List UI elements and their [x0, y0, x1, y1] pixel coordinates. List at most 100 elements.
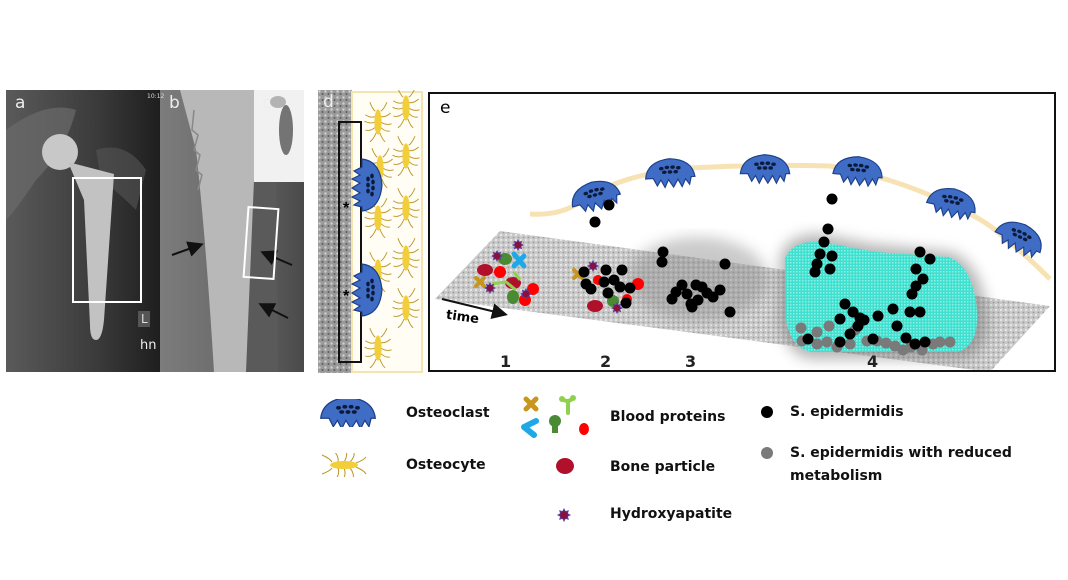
osteoclast-icon: [350, 263, 383, 317]
hydroxyapatite-particle: [611, 302, 623, 314]
legend-bone-particle: Bone particle: [610, 459, 716, 475]
s-epidermidis-bacterium: [858, 314, 870, 326]
stage-number-3: 3: [685, 352, 697, 371]
osteoclast-icon: [832, 156, 883, 188]
s-epidermidis-bacterium: [616, 264, 628, 276]
asterisk-marker-2: *: [343, 288, 350, 305]
xray-panels-abc: a 10:12 b c L hn: [6, 90, 304, 372]
panel-e: e time 1 2 3 4: [428, 92, 1056, 372]
s-epidermidis-bacterium: [826, 250, 838, 262]
osteocyte-icon: [364, 102, 392, 143]
hydroxyapatite-particle: [520, 288, 532, 300]
s-epidermidis-reduced-icon: [761, 447, 773, 459]
s-epidermidis-bacterium: [834, 313, 846, 325]
side-marker-L: L: [141, 312, 148, 326]
panel-d: d * *: [318, 90, 424, 373]
osteocyte-icon: [392, 90, 420, 129]
bone-cell-schematic: [318, 90, 423, 373]
s-epidermidis-bacterium: [824, 263, 836, 275]
legend-s-epidermidis-reduced-line1: S. epidermidis with reduced: [790, 445, 1012, 461]
stage3-shadow: [628, 237, 768, 321]
s-epidermidis-bacterium: [839, 298, 851, 310]
osteoclast-icon: [994, 221, 1042, 259]
s-epidermidis-bacterium: [917, 273, 929, 285]
arrow-b-2: [260, 250, 293, 266]
s-epidermidis-reduced-bacterium: [821, 336, 833, 348]
bone-particle-icon: [556, 458, 574, 474]
s-epidermidis-bacterium: [724, 306, 736, 318]
s-epidermidis-bacterium: [589, 216, 601, 228]
initials-label: hn: [140, 338, 157, 353]
s-epidermidis-bacterium: [809, 266, 821, 278]
osteocyte-icon: [392, 136, 420, 177]
protein-y-icon: [559, 395, 576, 415]
osteocyte-icon: [392, 288, 420, 329]
s-epidermidis-bacterium: [603, 199, 615, 211]
s-epidermidis-reduced-bacterium: [811, 326, 823, 338]
s-epidermidis-reduced-bacterium: [844, 338, 856, 350]
s-epidermidis-bacterium: [844, 328, 856, 340]
hydroxyapatite-particle: [491, 250, 503, 262]
infection-timeline-schematic: [435, 154, 1052, 370]
xray-images: [6, 90, 304, 372]
femoral-head-implant: [42, 134, 78, 170]
panel-label-e: e: [440, 98, 451, 118]
time-arrow: [441, 298, 508, 319]
asterisk-marker-1: *: [343, 200, 350, 217]
s-epidermidis-bacterium: [906, 288, 918, 300]
s-epidermidis-bacterium: [867, 333, 879, 345]
osteocyte-icon: [364, 198, 392, 239]
osteocyte-icon: [392, 188, 420, 229]
osteoclast-icon: [350, 158, 383, 212]
hydroxyapatite-icon: [557, 508, 571, 522]
s-epidermidis-bacterium: [656, 256, 668, 268]
legend-osteocyte: Osteocyte: [406, 457, 486, 473]
side-marker-box: [138, 311, 150, 327]
s-epidermidis-bacterium: [578, 266, 590, 278]
osteocyte-icon: [321, 453, 367, 477]
region-box-a: [72, 177, 142, 303]
s-epidermidis-bacterium: [681, 288, 693, 300]
legend: Osteoclast Osteocyte Blood proteins Bone…: [0, 385, 1068, 535]
legend-hydroxyapatite: Hydroxyapatite: [610, 506, 733, 522]
s-epidermidis-bacterium: [834, 336, 846, 348]
osteoclast-icon: [925, 188, 976, 221]
blood-proteins-icon: [521, 395, 589, 438]
s-epidermidis-bacterium: [924, 253, 936, 265]
osteoclast-icon: [739, 154, 791, 185]
hydroxyapatite-particle: [557, 508, 571, 522]
panel-label-c: c: [262, 93, 272, 113]
s-epidermidis-bacterium: [719, 258, 731, 270]
s-epidermidis-bacterium: [914, 246, 926, 258]
protein-red-icon: [579, 423, 589, 435]
s-epidermidis-bacterium: [919, 336, 931, 348]
panel-label-d: d: [323, 92, 334, 112]
osteoclast-icon: [319, 399, 377, 427]
legend-s-epidermidis-reduced-line2: metabolism: [790, 468, 883, 484]
region-box-b: [242, 205, 280, 281]
hydroxyapatite-particle: [587, 260, 599, 272]
xray-panel-c: [254, 90, 304, 182]
legend-blood-proteins: Blood proteins: [610, 409, 726, 425]
s-epidermidis-bacterium: [585, 283, 597, 295]
s-epidermidis-reduced-bacterium: [880, 337, 892, 349]
osteocyte-icon: [364, 328, 392, 369]
s-epidermidis-bacterium: [600, 264, 612, 276]
panel-label-b: b: [169, 93, 180, 113]
timestamp: 10:12: [147, 93, 165, 100]
s-epidermidis-bacterium: [822, 223, 834, 235]
region-box-d: [338, 121, 362, 363]
legend-osteoclast: Osteoclast: [406, 405, 490, 421]
s-epidermidis-bacterium: [602, 287, 614, 299]
bone-matrix: [351, 91, 423, 373]
s-epidermidis-bacterium: [900, 332, 912, 344]
stage-number-4: 4: [867, 352, 879, 371]
s-epidermidis-bacterium: [904, 306, 916, 318]
osteoclast-icon: [645, 158, 696, 189]
s-epidermidis-reduced-bacterium: [934, 336, 946, 348]
protein-darkgreen: [507, 290, 519, 304]
s-epidermidis-bacterium: [657, 246, 669, 258]
xray-panel-a: [6, 90, 160, 372]
s-epidermidis-reduced-bacterium: [811, 338, 823, 350]
s-epidermidis-bacterium: [686, 301, 698, 313]
